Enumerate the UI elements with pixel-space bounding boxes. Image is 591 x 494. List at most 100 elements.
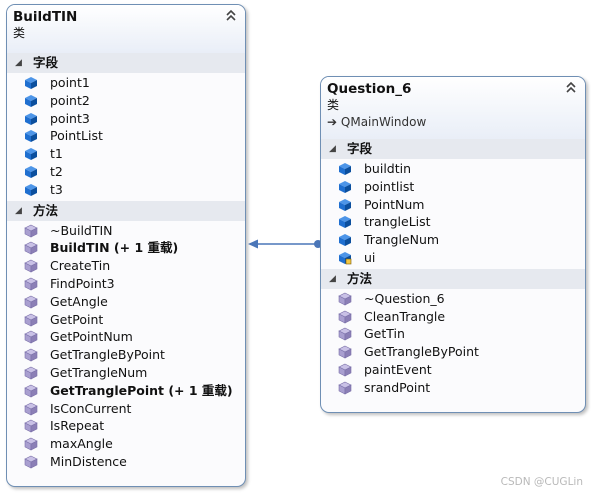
field-row[interactable]: t3 — [7, 181, 245, 199]
method-icon — [24, 259, 38, 273]
method-icon — [338, 292, 352, 306]
method-row[interactable]: GetTin — [321, 325, 585, 343]
expand-triangle-icon[interactable]: ◢ — [15, 58, 22, 68]
method-name: srandPoint — [364, 379, 431, 395]
method-row[interactable]: BuildTIN (+ 1 重载) — [7, 239, 245, 257]
method-name: GetTin — [364, 326, 405, 342]
method-icon — [338, 345, 352, 359]
method-name: GetPoint — [50, 311, 104, 327]
field-name: t2 — [50, 163, 63, 179]
field-row[interactable]: t1 — [7, 145, 245, 163]
field-row[interactable]: ui — [321, 249, 585, 267]
field-icon — [24, 147, 38, 161]
section-header-methods[interactable]: ◢ 方法 — [321, 268, 585, 289]
method-row[interactable]: IsRepeat — [7, 417, 245, 435]
field-name: point1 — [50, 75, 90, 90]
section-header-methods[interactable]: ◢ 方法 — [7, 200, 245, 221]
field-name: TrangleNum — [364, 232, 440, 248]
method-row[interactable]: GetAngle — [7, 293, 245, 311]
expand-triangle-icon[interactable]: ◢ — [15, 205, 22, 216]
method-name: FindPoint3 — [50, 275, 115, 291]
method-icon — [338, 381, 352, 395]
class-header: Question_6 类 ➔ QMainWindow — [321, 77, 585, 139]
field-row[interactable]: buildtin — [321, 160, 585, 178]
method-name: maxAngle — [50, 436, 113, 452]
method-row[interactable]: GetPoint — [7, 311, 245, 329]
method-row[interactable]: GetPointNum — [7, 328, 245, 346]
field-lock-icon — [338, 251, 352, 265]
field-name: trangleList — [364, 214, 431, 230]
method-row[interactable]: CleanTrangle — [321, 308, 585, 326]
method-icon — [24, 313, 38, 327]
field-icon — [338, 215, 352, 229]
method-name: BuildTIN (+ 1 重载) — [50, 240, 179, 256]
field-row[interactable]: t2 — [7, 163, 245, 181]
method-row[interactable]: FindPoint3 — [7, 275, 245, 293]
field-row[interactable]: point1 — [7, 74, 245, 92]
method-name: CreateTin — [50, 258, 111, 274]
section-label: 方法 — [347, 270, 373, 286]
class-stereotype: 类 — [13, 26, 26, 40]
method-name: GetTrangleByPoint — [50, 347, 165, 363]
field-row[interactable]: PointList — [7, 127, 245, 145]
method-row[interactable]: GetTrangleByPoint — [321, 343, 585, 361]
method-row[interactable]: CreateTin — [7, 257, 245, 275]
method-name: GetTranglePoint (+ 1 重载) — [50, 382, 233, 398]
field-icon — [24, 112, 38, 126]
method-row[interactable]: paintEvent — [321, 361, 585, 379]
field-row[interactable]: TrangleNum — [321, 231, 585, 249]
base-class: ➔ QMainWindow — [327, 114, 579, 130]
section-label: 字段 — [347, 141, 373, 156]
collapse-chevron-icon[interactable] — [565, 80, 577, 94]
method-name: CleanTrangle — [364, 308, 446, 324]
method-icon — [24, 384, 38, 398]
field-name: t1 — [50, 146, 63, 162]
method-row[interactable]: IsConCurrent — [7, 400, 245, 418]
method-name: IsRepeat — [50, 418, 105, 434]
method-row[interactable]: ~Question_6 — [321, 290, 585, 308]
section-label: 方法 — [33, 202, 59, 218]
class-title: Question_6 — [327, 81, 412, 97]
method-name: IsConCurrent — [50, 400, 132, 416]
method-name: paintEvent — [364, 361, 432, 377]
method-row[interactable]: GetTrangleNum — [7, 364, 245, 382]
method-row[interactable]: maxAngle — [7, 435, 245, 453]
field-icon — [24, 129, 38, 143]
method-icon — [24, 402, 38, 416]
method-icon — [24, 455, 38, 469]
base-class-name: QMainWindow — [340, 115, 427, 129]
inheritance-arrow-icon: ➔ — [327, 115, 338, 129]
method-row[interactable]: ~BuildTIN — [7, 222, 245, 240]
method-icon — [338, 363, 352, 377]
field-row[interactable]: point2 — [7, 92, 245, 110]
method-name: ~BuildTIN — [50, 222, 113, 238]
field-icon — [24, 165, 38, 179]
method-name: GetAngle — [50, 293, 108, 309]
field-row[interactable]: trangleList — [321, 213, 585, 231]
field-name: PointList — [50, 128, 103, 144]
field-row[interactable]: PointNum — [321, 196, 585, 214]
section-label: 字段 — [33, 55, 59, 70]
field-row[interactable]: pointlist — [321, 178, 585, 196]
method-row[interactable]: GetTrangleByPoint — [7, 346, 245, 364]
class-stereotype: 类 — [327, 98, 340, 112]
section-header-fields[interactable]: ◢ 字段 — [7, 53, 245, 73]
method-row[interactable]: srandPoint — [321, 379, 585, 397]
field-icon — [338, 180, 352, 194]
collapse-chevron-icon[interactable] — [225, 8, 237, 22]
field-name: point2 — [50, 92, 90, 108]
field-icon — [24, 183, 38, 197]
expand-triangle-icon[interactable]: ◢ — [329, 273, 336, 284]
method-row[interactable]: GetTranglePoint (+ 1 重载) — [7, 382, 245, 400]
expand-triangle-icon[interactable]: ◢ — [329, 144, 336, 154]
class-header: BuildTIN 类 — [7, 5, 245, 53]
watermark: CSDN @CUGLin — [500, 476, 583, 488]
method-row[interactable]: MinDistence — [7, 453, 245, 471]
section-header-fields[interactable]: ◢ 字段 — [321, 139, 585, 159]
field-row[interactable]: point3 — [7, 110, 245, 128]
